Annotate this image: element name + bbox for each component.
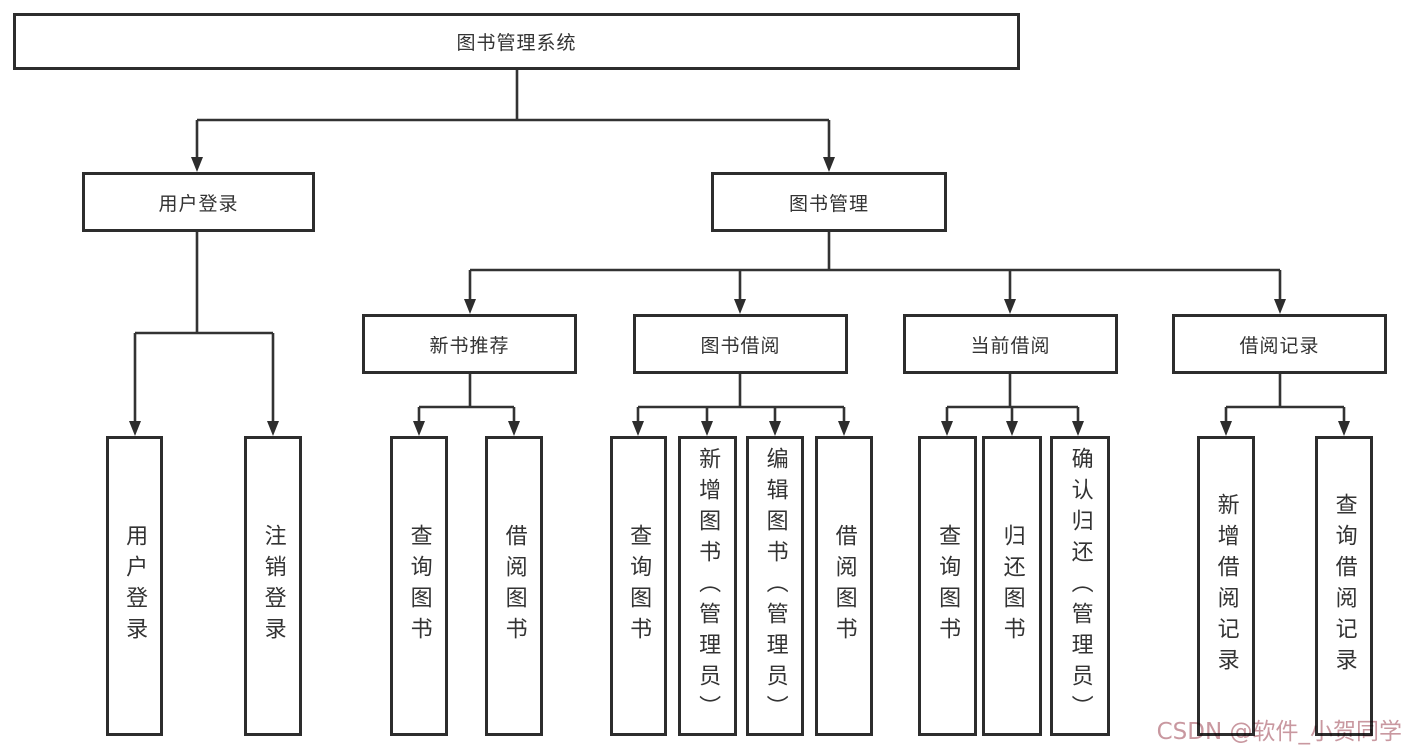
arrowhead	[191, 157, 203, 172]
node-user-login: 用户登录	[82, 172, 315, 232]
connector-current-to-leaves	[945, 374, 1080, 423]
leaf-label: 编辑图书（管理员）	[762, 446, 788, 726]
arrowhead	[129, 421, 141, 436]
node-current-borrowing: 当前借阅	[903, 314, 1118, 374]
arrowhead	[632, 421, 644, 436]
arrowhead	[1220, 421, 1232, 436]
arrowhead	[941, 421, 953, 436]
leaf-label: 注销登录	[260, 524, 286, 648]
leaf-logout: 注销登录	[244, 436, 302, 736]
arrowhead	[1274, 299, 1286, 314]
node-label: 图书管理	[788, 192, 869, 215]
arrowhead	[823, 157, 835, 172]
arrowhead	[1004, 299, 1016, 314]
node-root-library-system: 图书管理系统	[13, 13, 1020, 70]
arrowhead	[1006, 421, 1018, 436]
arrowhead	[838, 421, 850, 436]
arrowhead	[413, 421, 425, 436]
leaf-query-borrow-record: 查询借阅记录	[1315, 436, 1373, 736]
leaf-user-login: 用户登录	[106, 436, 163, 736]
leaf-add-books-admin: 新增图书（管理员）	[678, 436, 737, 736]
leaf-label: 新增图书（管理员）	[695, 446, 721, 726]
leaf-label: 查询图书	[626, 524, 652, 648]
leaf-query-books: 查询图书	[390, 436, 448, 736]
leaf-query-books: 查询图书	[610, 436, 667, 736]
leaf-edit-books-admin: 编辑图书（管理员）	[746, 436, 804, 736]
leaf-return-books: 归还图书	[982, 436, 1042, 736]
arrowhead	[734, 299, 746, 314]
arrowhead	[464, 299, 476, 314]
connector-root-to-level2	[195, 70, 831, 158]
connector-newbooks-to-leaves	[417, 374, 516, 423]
node-book-borrowing: 图书借阅	[633, 314, 848, 374]
leaf-query-books: 查询图书	[918, 436, 977, 736]
leaf-borrow-books: 借阅图书	[485, 436, 543, 736]
arrowhead	[701, 421, 713, 436]
arrowhead	[267, 421, 279, 436]
leaf-add-borrow-record: 新增借阅记录	[1197, 436, 1255, 736]
arrowhead	[1072, 421, 1084, 436]
connector-records-to-leaves	[1224, 374, 1346, 423]
leaf-label: 借阅图书	[501, 524, 527, 648]
node-new-book-recommendation: 新书推荐	[362, 314, 577, 374]
arrowhead	[769, 421, 781, 436]
node-book-management: 图书管理	[711, 172, 947, 232]
arrowhead	[1338, 421, 1350, 436]
connector-userlogin-to-leaves	[133, 232, 275, 423]
node-label: 借阅记录	[1239, 334, 1320, 357]
leaf-label: 查询图书	[406, 524, 432, 648]
leaf-label: 新增借阅记录	[1213, 493, 1239, 679]
leaf-label: 确认归还（管理员）	[1067, 446, 1093, 726]
node-label: 图书管理系统	[456, 32, 577, 54]
leaf-label: 查询借阅记录	[1331, 493, 1357, 679]
node-borrowing-records: 借阅记录	[1172, 314, 1387, 374]
connector-borrow-to-leaves	[636, 374, 846, 423]
arrowhead	[508, 421, 520, 436]
leaf-label: 查询图书	[935, 524, 961, 648]
leaf-label: 用户登录	[122, 524, 148, 648]
leaf-label: 归还图书	[999, 524, 1025, 648]
node-label: 当前借阅	[970, 334, 1051, 357]
leaf-borrow-books: 借阅图书	[815, 436, 873, 736]
node-label: 图书借阅	[700, 334, 781, 357]
node-label: 用户登录	[158, 192, 239, 215]
connector-mgmt-to-level3	[468, 232, 1282, 301]
leaf-label: 借阅图书	[831, 524, 857, 648]
node-label: 新书推荐	[429, 334, 510, 357]
leaf-confirm-return-admin: 确认归还（管理员）	[1050, 436, 1110, 736]
